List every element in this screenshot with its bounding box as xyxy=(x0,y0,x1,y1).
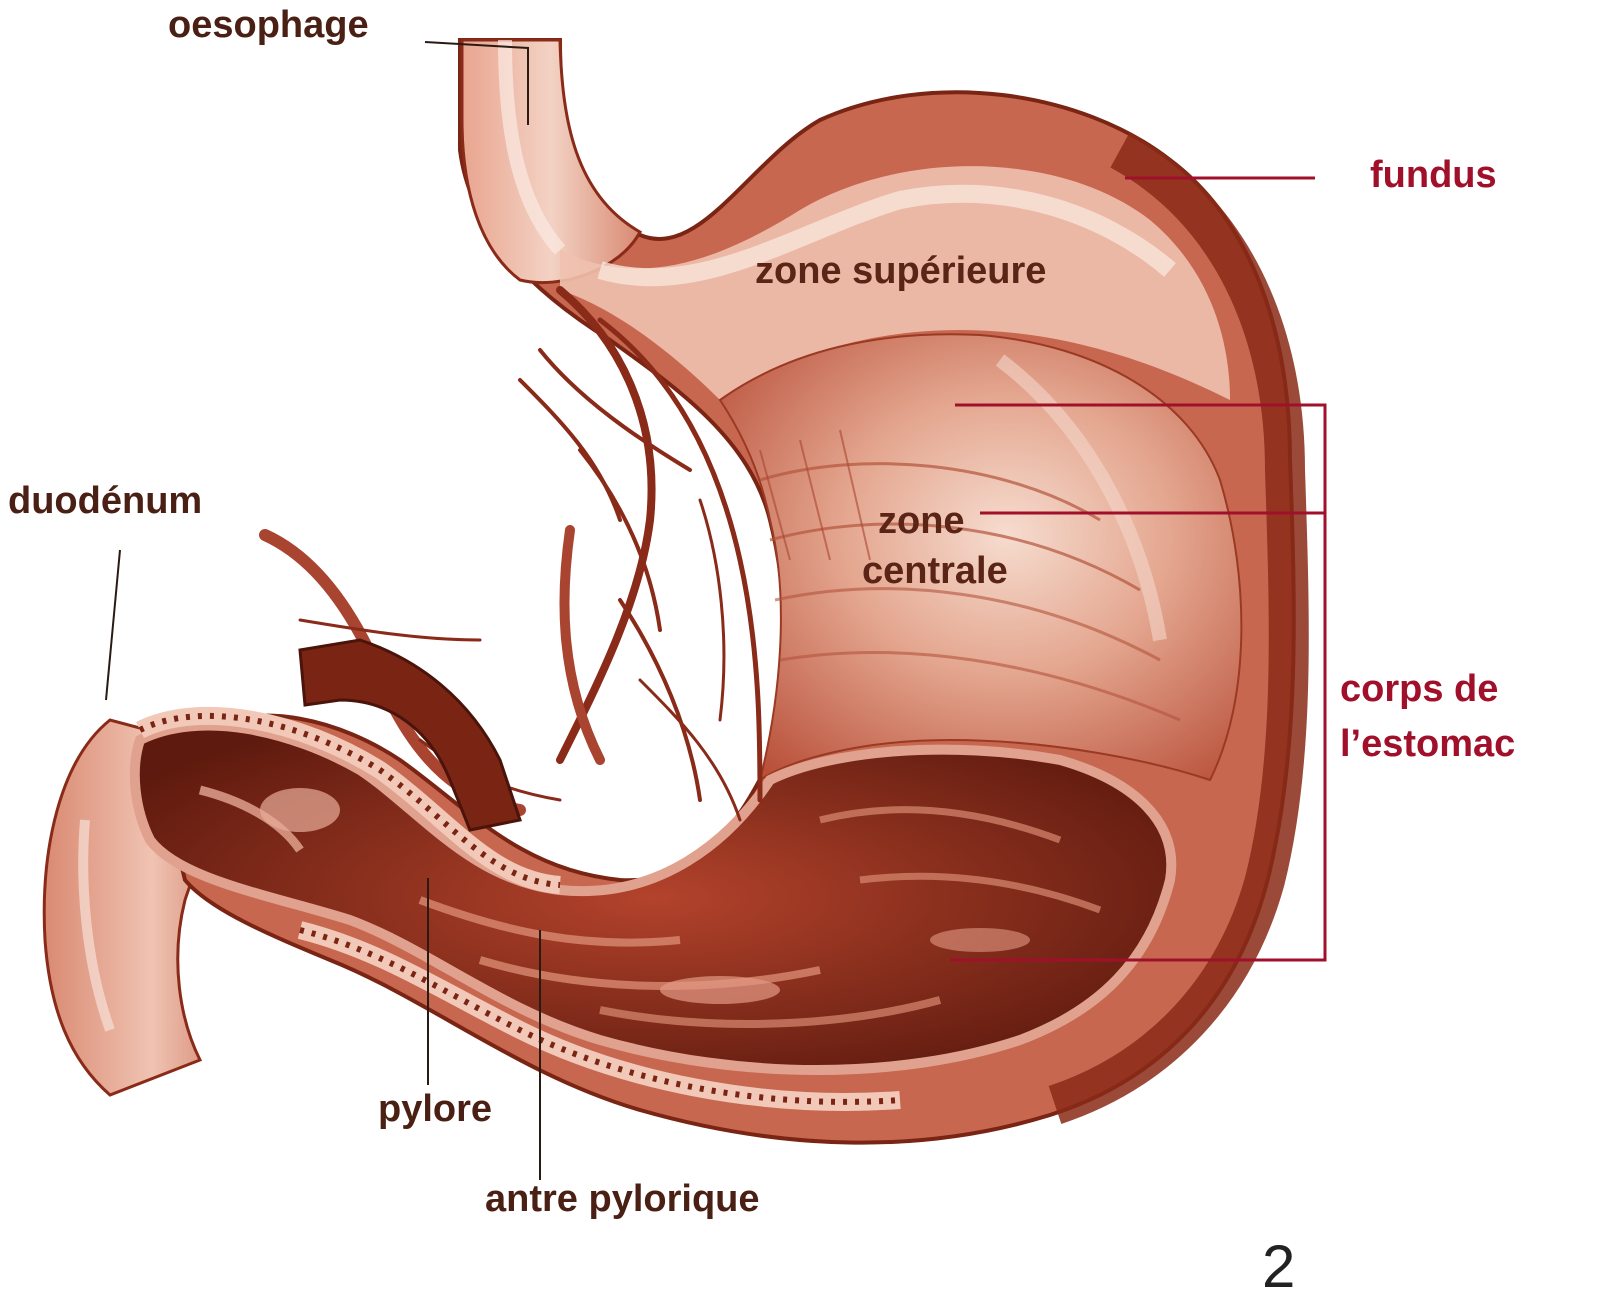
label-fundus: fundus xyxy=(1370,154,1497,197)
stomach-interior xyxy=(135,726,1171,1070)
stomach-diagram: oesophage fundus zone supérieure duodénu… xyxy=(0,0,1622,1271)
label-zone-centrale-line2: centrale xyxy=(862,550,1008,593)
page-number: 2 xyxy=(1262,1232,1295,1301)
label-corps-line1: corps de xyxy=(1340,668,1498,711)
label-duodenum: duodénum xyxy=(8,480,202,523)
label-corps-line2: l’estomac xyxy=(1340,723,1515,766)
label-zone-centrale-line1: zone xyxy=(878,500,965,543)
label-antre-pylorique: antre pylorique xyxy=(485,1178,760,1221)
label-zone-superieure: zone supérieure xyxy=(755,250,1046,293)
oesophagus-shape xyxy=(462,40,640,283)
label-oesophage: oesophage xyxy=(168,4,369,47)
label-pylore: pylore xyxy=(378,1088,492,1131)
